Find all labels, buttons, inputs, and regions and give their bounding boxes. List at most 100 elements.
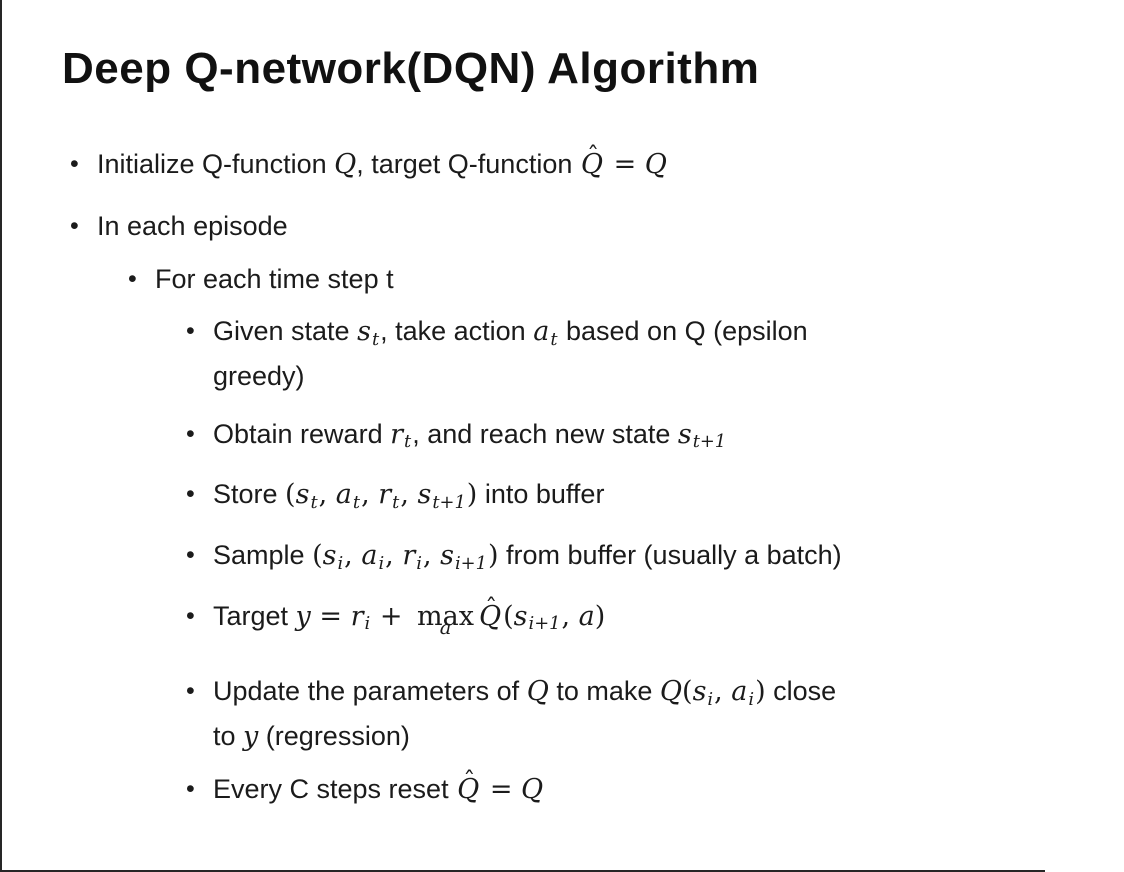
text-segment: to make — [548, 676, 660, 707]
slide-bottom-border — [0, 870, 1045, 872]
math-segment: t — [310, 491, 318, 513]
bullet-item: • For each time step t — [0, 261, 1118, 297]
math-segment: i+1 — [528, 613, 561, 635]
math-segment: i+1 — [454, 552, 487, 574]
math-segment: Q — [521, 773, 544, 805]
math-segment: a — [361, 539, 378, 571]
math-segment: ) — [466, 479, 478, 511]
text-segment: close — [765, 676, 837, 707]
math-segment: = — [310, 600, 351, 632]
math-segment: , — [385, 539, 403, 571]
math-segment: i — [748, 688, 755, 710]
bullet-item: • Initialize Q-function Q, target Q-funct… — [0, 141, 1118, 183]
math-segment: y — [295, 600, 311, 632]
bullet-item: • Obtain reward rt, and reach new state s… — [0, 416, 1118, 461]
bullet-marker-icon: • — [186, 419, 195, 448]
math-segment: t — [371, 328, 380, 350]
math-segment: r — [350, 600, 364, 632]
math-segment: Q — [526, 676, 549, 708]
text-segment: , and reach new state — [412, 418, 678, 449]
bullet-text: Given state st, take action at based on … — [213, 313, 808, 394]
math-segment: i — [364, 613, 371, 635]
math-segment: Q — [334, 149, 357, 180]
math-segment: y — [243, 720, 259, 752]
text-segment: , take action — [380, 316, 534, 346]
math-segment: , — [422, 539, 441, 571]
math-segment: t — [352, 491, 361, 513]
math-segment: a — [731, 676, 748, 708]
math-segment: , — [400, 479, 418, 511]
bullet-text: Update the parameters of Q to make Q(si,… — [213, 673, 836, 755]
math-segment: ) — [755, 676, 766, 708]
math-segment: i — [337, 552, 344, 574]
math-segment: t — [550, 328, 558, 350]
math-segment: t+1 — [432, 491, 466, 513]
text-segment: Store — [213, 479, 286, 510]
text-segment: Every C steps reset — [213, 773, 457, 804]
bullet-text: Store (st, at, rt, st+1) into buffer — [213, 476, 604, 521]
bullet-marker-icon: • — [70, 212, 79, 240]
math-segment: t — [392, 491, 400, 513]
text-segment: into buffer — [477, 479, 605, 510]
math-segment: t — [404, 431, 412, 453]
bullet-marker-icon: • — [186, 774, 195, 803]
bullet-item: •Given state st, take action at based on… — [0, 313, 1118, 394]
math-segment: s — [295, 479, 310, 511]
math-segment: s — [357, 316, 371, 347]
math-segment: , — [561, 600, 579, 632]
math-segment: i — [707, 688, 714, 710]
text-segment: based on Q (epsilon — [558, 316, 808, 346]
text-segment: For each time step t — [155, 264, 394, 294]
bullet-text: For each time step t — [155, 261, 394, 297]
math-segment: r — [390, 418, 404, 450]
bullet-text: Obtain reward rt, and reach new state st… — [213, 416, 727, 461]
math-segment: r — [378, 479, 392, 511]
math-segment: Q — [644, 149, 667, 180]
bullet-marker-icon: • — [128, 265, 137, 293]
math-segment: = — [481, 773, 522, 805]
math-segment: , — [318, 479, 336, 511]
text-segment: Given state — [213, 316, 358, 346]
bullet-marker-icon: • — [186, 540, 195, 569]
math-segment: , — [714, 676, 732, 708]
math-segment: = — [605, 149, 645, 180]
math-segment: ( — [285, 479, 296, 511]
page-title: Deep Q-network(DQN) Algorithm — [62, 44, 760, 93]
math-segment: , — [344, 539, 362, 571]
text-segment: to — [213, 720, 244, 751]
text-segment: from buffer (usually a batch) — [498, 539, 842, 570]
bullet-marker-icon: • — [186, 601, 195, 630]
text-segment: (regression) — [258, 720, 410, 751]
bullet-text: Sample (si, ai, ri, si+1) from buffer (u… — [213, 537, 842, 582]
bullet-item: • Sample (si, ai, ri, si+1) from buffer (… — [0, 537, 1118, 582]
bullet-text: Initialize Q-function Q, target Q-functi… — [97, 141, 667, 183]
math-segment: s — [440, 539, 454, 571]
bullet-marker-icon: • — [186, 317, 195, 345]
bullet-item: •Update the parameters of Q to make Q(si… — [0, 673, 1118, 755]
math-segment: a — [578, 600, 595, 632]
math-segment: s — [513, 600, 528, 632]
text-segment: Sample — [213, 539, 313, 570]
bullet-marker-icon: • — [70, 150, 79, 178]
text-segment: In each episode — [97, 211, 288, 241]
math-segment: s — [322, 539, 337, 571]
math-segment: Q — [659, 676, 683, 708]
math-segment: + — [371, 600, 412, 632]
math-segment: a — [533, 316, 550, 347]
math-segment: i — [378, 552, 385, 574]
bullet-text: In each episode — [97, 208, 288, 244]
text-segment: Obtain reward — [213, 418, 391, 449]
text-segment: , target Q-function — [356, 149, 580, 179]
math-segment: s — [692, 676, 707, 708]
math-segment: i — [416, 552, 422, 574]
math-segment: r — [402, 539, 416, 571]
bullet-list: • Initialize Q-function Q, target Q-funct… — [0, 141, 1118, 824]
